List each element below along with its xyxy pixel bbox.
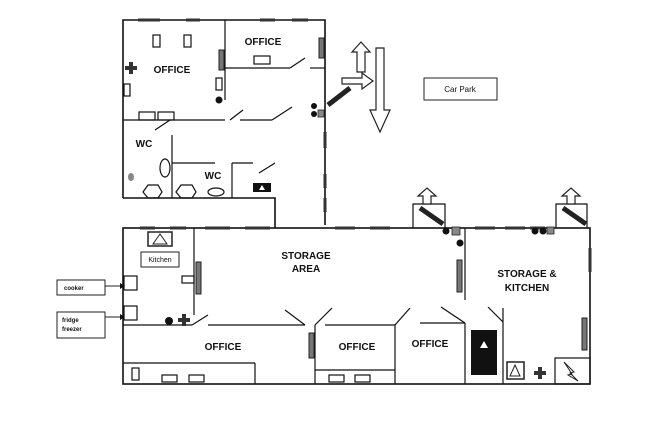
alarm-points: [317, 109, 555, 236]
fire-exit-icons: [326, 41, 588, 227]
fire-alarm-triangle-icons: [147, 183, 525, 380]
cooker-label: cooker: [64, 286, 84, 292]
room-label-wc: WC: [205, 171, 222, 182]
fridge-callout-box: [56, 311, 106, 339]
radiators: [195, 37, 588, 359]
room-label-kitchen: Kitchen: [148, 257, 171, 264]
room-label-office: OFFICE: [205, 342, 242, 353]
lower-building-walls: [122, 203, 591, 385]
wc-sign: [128, 173, 134, 181]
car-park-box: [423, 77, 498, 101]
cooker-callout-box: [56, 279, 106, 296]
windows: [138, 18, 592, 272]
fire-extinguisher-icons: [165, 96, 547, 325]
room-label-storage-area: AREA: [292, 264, 320, 275]
room-label-office: OFFICE: [154, 65, 191, 76]
fridge-label: fridge: [62, 318, 79, 324]
room-label-storage-kitchen: KITCHEN: [505, 283, 549, 294]
kitchen-label-box: [140, 251, 180, 268]
room-label-wc: WC: [136, 139, 153, 150]
fridge-label: freezer: [62, 327, 82, 333]
first-aid-cross-icons: [125, 62, 546, 379]
room-label-office: OFFICE: [245, 37, 282, 48]
car-park-label: Car Park: [444, 85, 477, 94]
room-label-storage-kitchen: STORAGE &: [497, 269, 556, 280]
electrical-hazard-icon: [563, 361, 579, 382]
room-label-office: OFFICE: [412, 339, 449, 350]
furniture: [123, 34, 371, 383]
room-label-office: OFFICE: [339, 342, 376, 353]
room-label-storage-area: STORAGE: [281, 251, 331, 262]
